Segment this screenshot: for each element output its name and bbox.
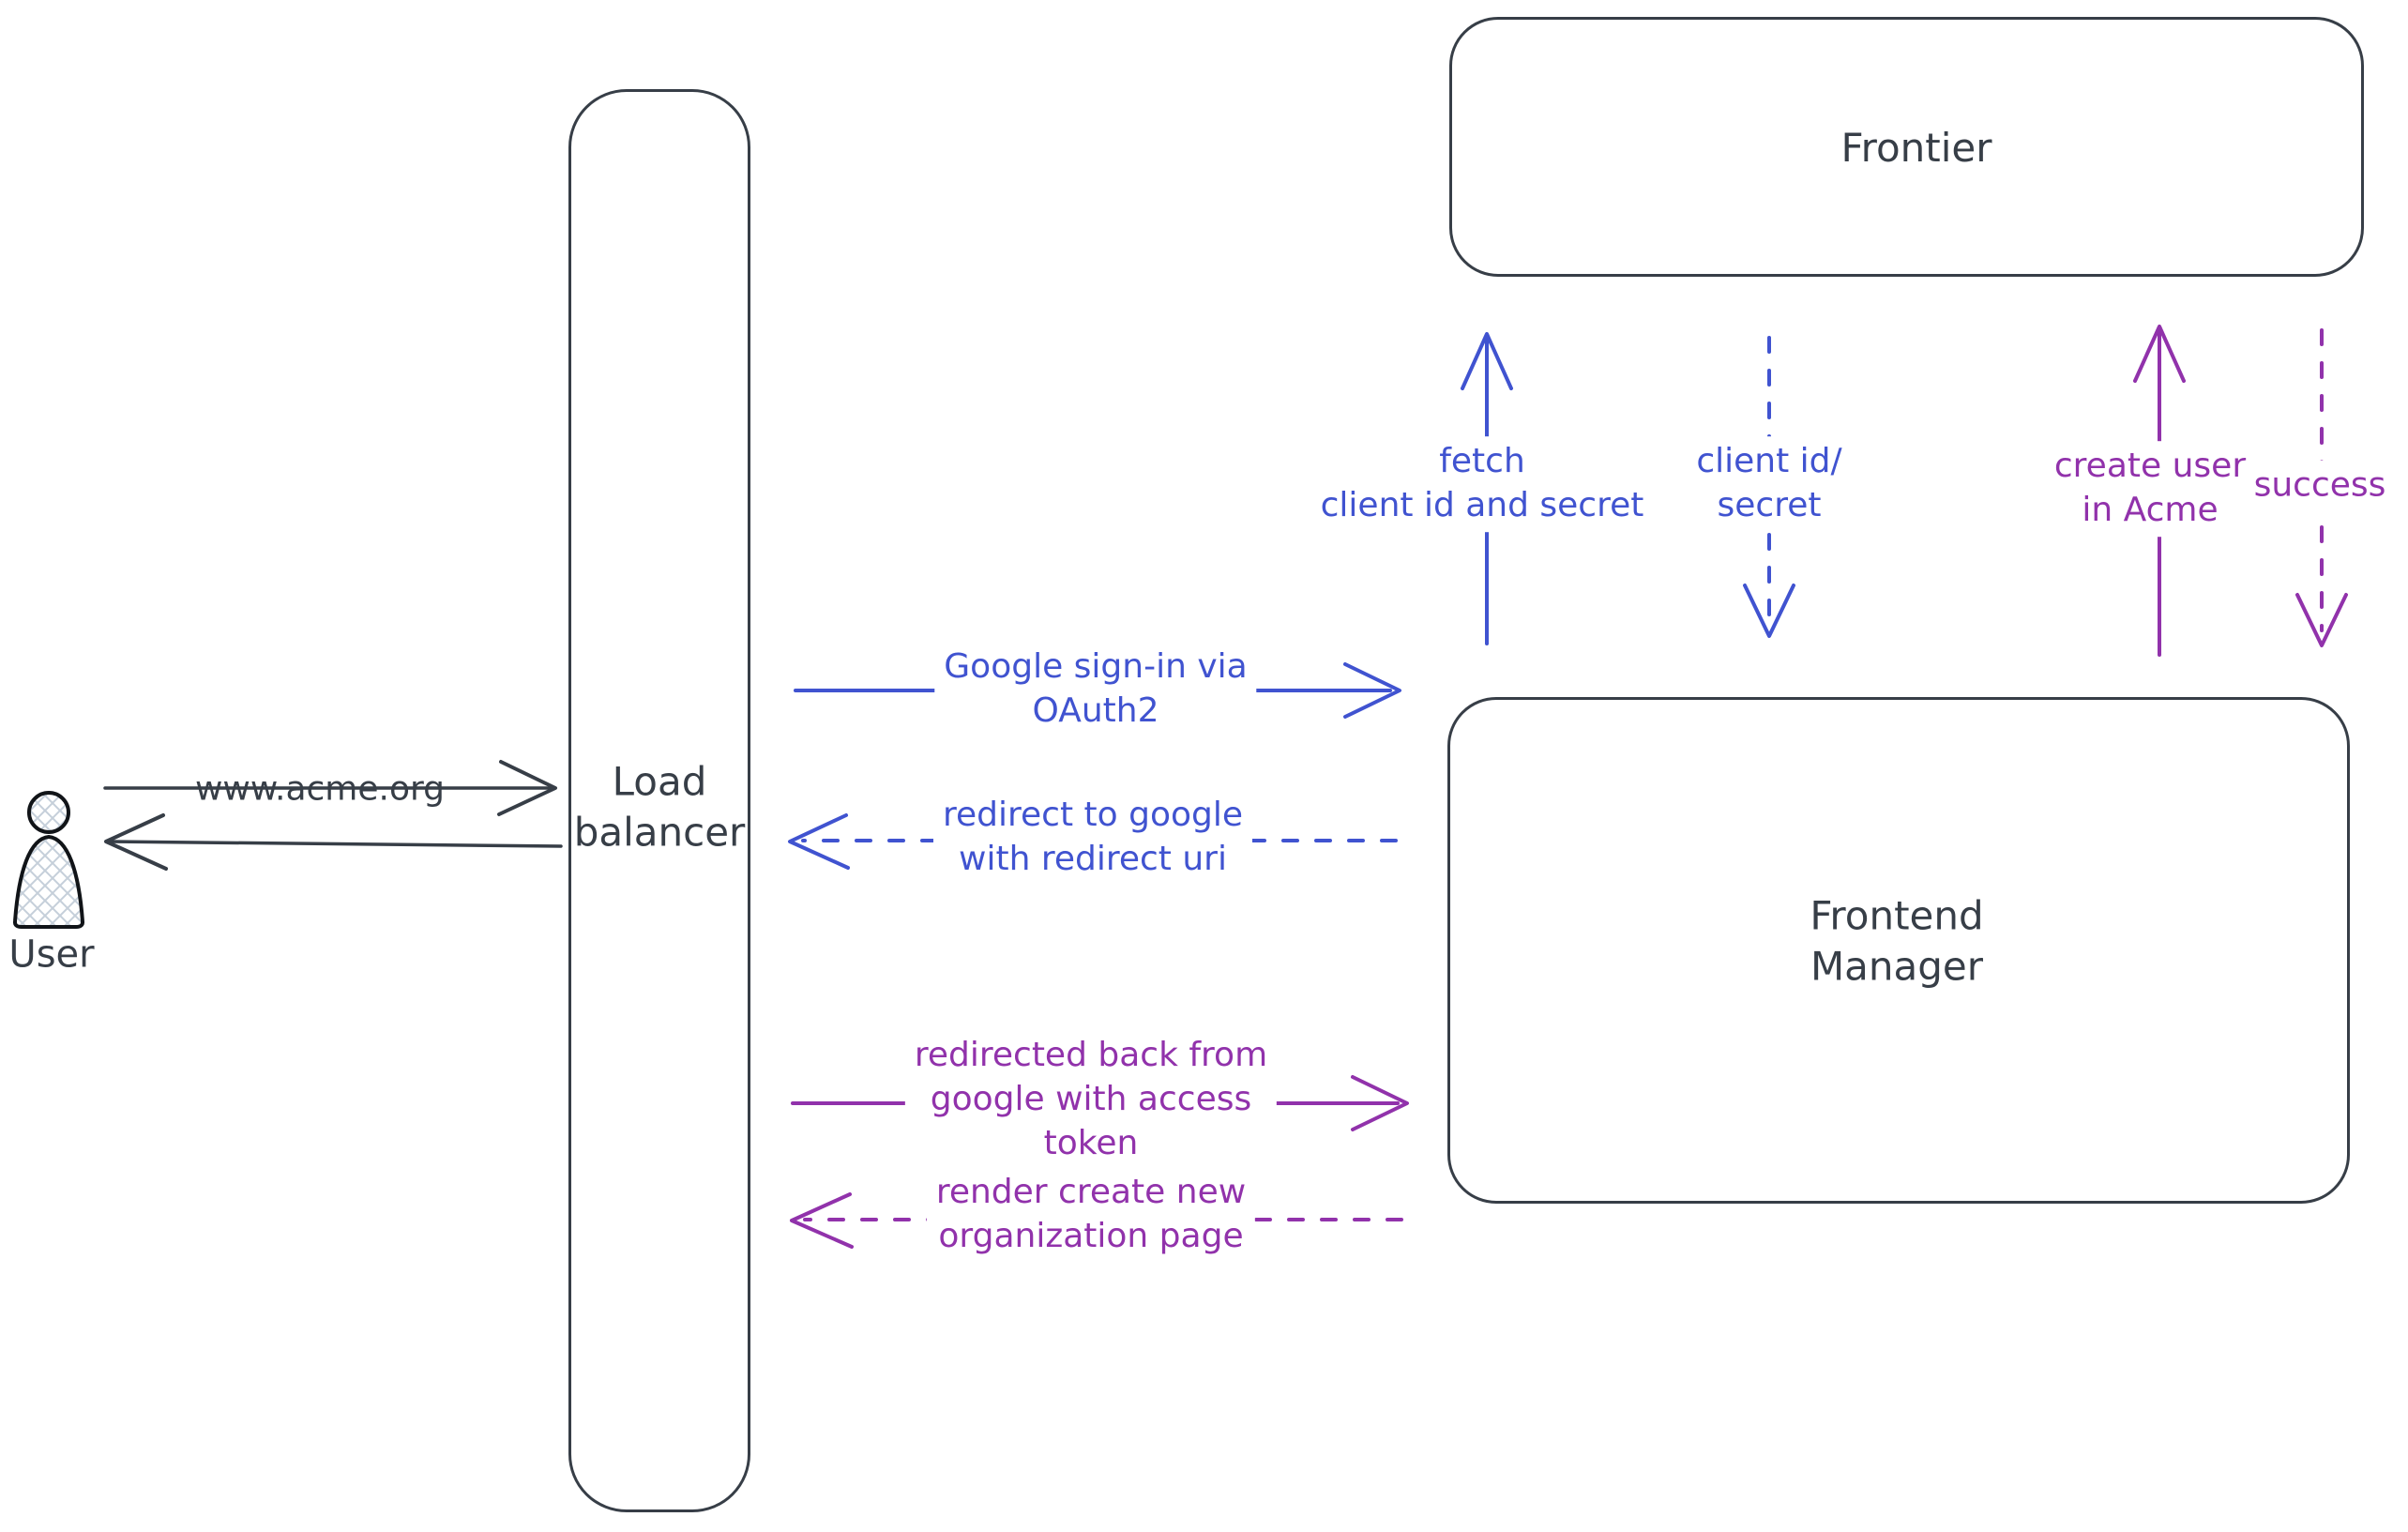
label-redirect-google: redirect to google with redirect uri: [932, 790, 1253, 886]
label-google-signin: Google sign-in via OAuth2: [934, 642, 1257, 737]
user-figure-icon: [12, 791, 85, 929]
frontier-label: Frontier: [1840, 125, 1992, 172]
label-success: success: [2244, 460, 2396, 512]
label-client-id-secret: client id/ secret: [1687, 436, 1852, 532]
label-redirected-back: redirected back from google with access …: [904, 1029, 1278, 1170]
label-render-org-page: render create new organization page: [926, 1167, 1256, 1263]
user-label: User: [8, 933, 95, 977]
arrow-return-to-user: [104, 813, 563, 871]
node-frontier: [1449, 17, 2364, 277]
label-create-user: create user in Acme: [2044, 441, 2256, 537]
node-frontend-manager: [1447, 697, 2350, 1204]
label-www-acme: www.acme.org: [194, 769, 446, 809]
label-fetch-secret: fetch client id and secret: [1310, 436, 1654, 532]
load-balancer-label: Load balancer: [573, 758, 746, 855]
frontend-manager-label: Frontend Manager: [1810, 892, 1984, 989]
arrow-www-acme: [103, 760, 557, 816]
node-load-balancer: [568, 89, 750, 1512]
arrow-success: [2295, 328, 2348, 647]
